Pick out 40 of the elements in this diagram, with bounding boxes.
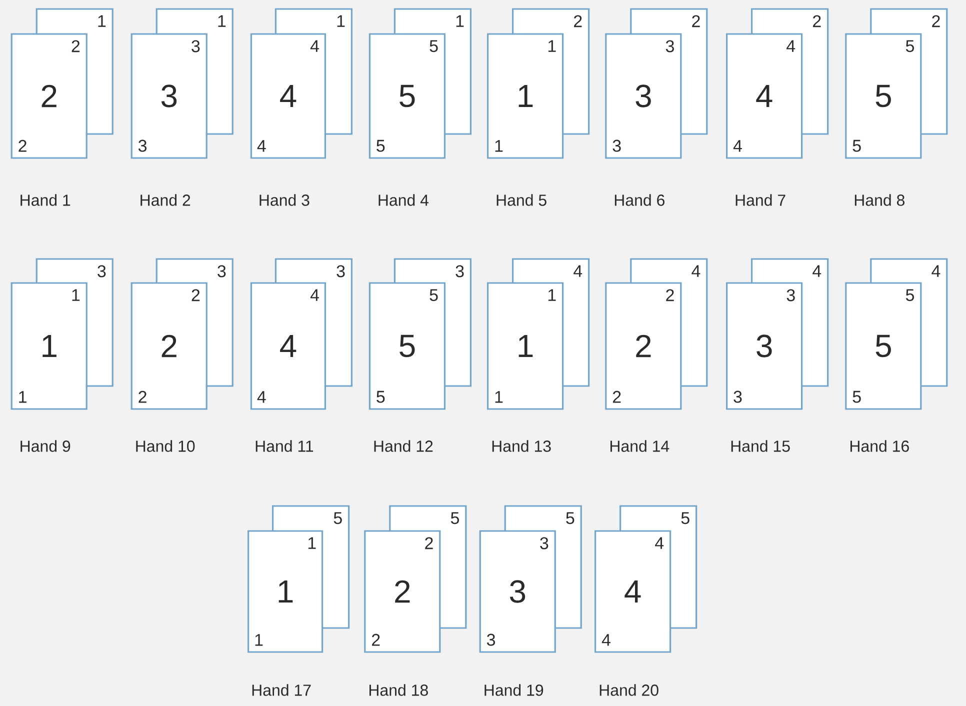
hand-label: Hand 7 [736,194,786,206]
hand-label: Hand 11 [256,440,314,452]
playing-card: 4 4 4 [250,282,326,410]
playing-card: 4 4 4 [250,33,326,159]
hand-label: Hand 14 [610,440,670,452]
hand-label: Hand 10 [136,440,195,452]
playing-card: 4 4 4 [594,530,672,653]
playing-card: 1 1 1 [248,530,324,653]
hand-label: Hand 9 [20,440,70,452]
hand-label: Hand 13 [492,440,551,452]
hand-label: Hand 8 [854,194,904,206]
playing-card: 1 1 1 [487,282,564,410]
playing-card: 3 3 3 [605,33,682,159]
playing-card: 5 5 5 [368,33,446,159]
playing-card: 1 1 1 [487,33,564,159]
hand-label: Hand 3 [260,194,310,206]
playing-card: 2 2 2 [130,282,208,410]
playing-card: 5 5 5 [845,282,922,410]
hand-label: Hand 12 [374,440,433,452]
playing-card: 5 5 5 [845,33,922,159]
hand-label: Hand 17 [252,684,311,696]
hand-label: Hand 6 [614,194,664,206]
hand-label: Hand 4 [378,194,428,206]
playing-card: 5 5 5 [368,282,446,410]
hand-label: Hand 20 [600,684,658,696]
playing-card: 3 3 3 [479,530,556,653]
hand-label: Hand 15 [731,440,790,452]
playing-card: 3 3 3 [130,33,208,159]
playing-card: 1 1 1 [10,282,88,410]
hand-label: Hand 19 [484,684,544,696]
hand-label: Hand 18 [369,684,428,696]
playing-card: 2 2 2 [10,33,88,159]
playing-card: 2 2 2 [364,530,441,653]
hand-label: Hand 16 [850,440,909,452]
hand-label: Hand 1 [20,194,70,206]
playing-card: 4 4 4 [726,33,803,159]
hand-label: Hand 2 [140,194,190,206]
playing-card: 3 3 3 [726,282,803,410]
playing-card: 2 2 2 [605,282,682,410]
hand-label: Hand 5 [496,194,546,206]
